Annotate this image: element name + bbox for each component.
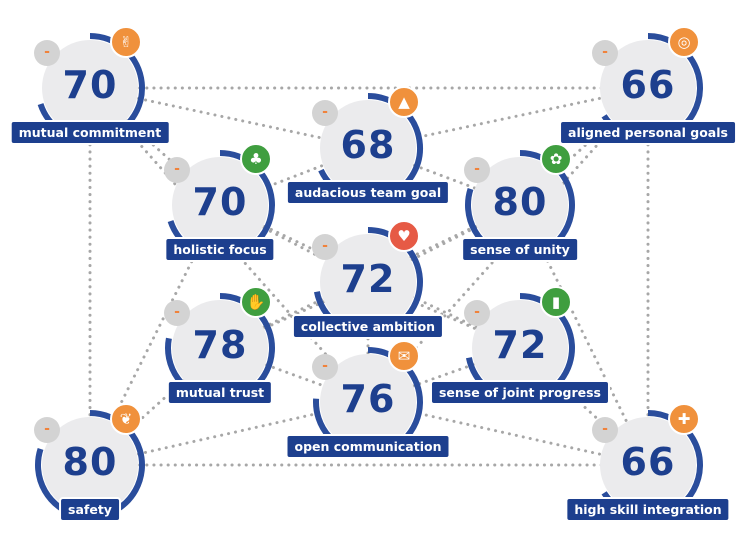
node-disc	[472, 300, 568, 396]
score-value: 66	[620, 63, 676, 107]
node-disc	[42, 40, 138, 136]
node-label: collective ambition	[291, 314, 445, 339]
connector-mutual-trust-open-communication	[218, 346, 370, 404]
leaf-icon: ❦	[110, 403, 142, 435]
minus-button[interactable]: -	[592, 40, 618, 66]
handshake-icon: ✌	[110, 26, 142, 58]
node-disc	[320, 234, 416, 330]
connector-sense-of-unity-mutual-trust	[218, 203, 522, 350]
node-label: holistic focus	[164, 237, 276, 262]
score-value: 72	[492, 323, 548, 367]
connector-mutual-commitment-audacious-team-goal	[88, 86, 370, 150]
node-label: high skill integration	[565, 497, 731, 522]
unity-icon: ✿	[540, 143, 572, 175]
progress-chart-icon: ▮	[540, 286, 572, 318]
score-value: 70	[192, 180, 248, 224]
score-value: 68	[340, 123, 396, 167]
heart-icon: ♥	[388, 220, 420, 252]
minus-button[interactable]: -	[592, 417, 618, 443]
score-value: 72	[340, 257, 396, 301]
score-value: 66	[620, 440, 676, 484]
node-disc	[320, 100, 416, 196]
minus-button[interactable]: -	[164, 300, 190, 326]
mountain-icon: ▲	[388, 86, 420, 118]
node-label: sense of joint progress	[429, 380, 611, 405]
node-disc	[42, 417, 138, 513]
connector-audacious-team-goal-holistic-focus	[218, 146, 370, 207]
minus-button[interactable]: -	[464, 157, 490, 183]
node-label: open communication	[285, 434, 451, 459]
score-value: 80	[62, 440, 118, 484]
node-label: sense of unity	[461, 237, 579, 262]
node-label: aligned personal goals	[559, 120, 737, 145]
node-label: audacious team goal	[285, 180, 451, 205]
node-label: safety	[59, 497, 121, 522]
minus-button[interactable]: -	[312, 354, 338, 380]
node-disc	[172, 300, 268, 396]
minus-button[interactable]: -	[164, 157, 190, 183]
node-disc	[600, 40, 696, 136]
node-disc	[600, 417, 696, 513]
score-value: 76	[340, 377, 396, 421]
tree-icon: ♣	[240, 143, 272, 175]
score-value: 70	[62, 63, 118, 107]
node-disc	[320, 354, 416, 450]
minus-button[interactable]: -	[464, 300, 490, 326]
minus-button[interactable]: -	[34, 417, 60, 443]
node-label: mutual trust	[166, 380, 274, 405]
node-disc	[472, 157, 568, 253]
target-icon: ◎	[668, 26, 700, 58]
minus-button[interactable]: -	[312, 100, 338, 126]
connector-safety-open-communication	[88, 400, 370, 467]
score-value: 78	[192, 323, 248, 367]
minus-button[interactable]: -	[34, 40, 60, 66]
chat-icon: ✉	[388, 340, 420, 372]
minus-button[interactable]: -	[312, 234, 338, 260]
connector-high-skill-integration-open-communication	[366, 400, 650, 467]
connector-aligned-personal-goals-audacious-team-goal	[366, 86, 650, 150]
score-value: 80	[492, 180, 548, 224]
node-label: mutual commitment	[9, 120, 171, 145]
puzzle-icon: ✚	[668, 403, 700, 435]
trust-icon: ✋	[240, 286, 272, 318]
node-disc	[172, 157, 268, 253]
